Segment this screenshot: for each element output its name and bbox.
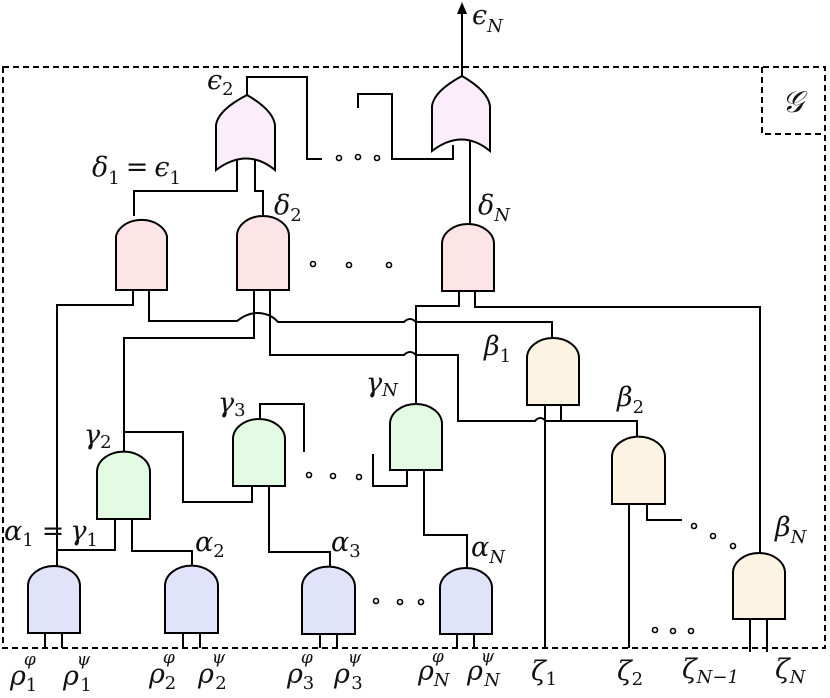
label-beta1: β1 — [483, 331, 511, 367]
and-gate-gamma2 — [96, 450, 151, 520]
ellipsis-dots — [305, 153, 737, 635]
label-beta2: β2 — [616, 382, 644, 418]
and-gate-alpha3 — [301, 565, 356, 635]
wires — [44, 76, 768, 652]
and-gate-delta2 — [236, 215, 290, 291]
label-zeta1: ζ1 — [531, 656, 557, 690]
frame-label: 𝒢 — [782, 85, 808, 120]
label-alpha2: α2 — [195, 527, 225, 562]
label-alphaN: αN — [471, 532, 506, 568]
label-gamma2: γ2 — [84, 420, 112, 453]
label-zeta2: ζ2 — [617, 656, 643, 690]
label-delta1-eq-eps1: δ1=ϵ1 — [92, 152, 181, 189]
label-gamma3: γ3 — [218, 388, 246, 421]
and-gate-gamma3 — [232, 418, 286, 487]
label-alpha3: α3 — [331, 527, 361, 562]
label-delta2: δ2 — [274, 190, 302, 226]
and-gate-betaN — [732, 552, 786, 620]
output-arrow: ϵN — [457, 0, 504, 76]
output-label: ϵN — [472, 0, 504, 37]
label-alpha1-eq-gamma1: α1=γ1 — [4, 516, 98, 551]
gate-labels: ϵ2 δ1=ϵ1 δ2 δN γ2 γ3 γN β1 β2 βN α1=γ1 α… — [4, 65, 808, 568]
label-zetaN: ζN — [775, 654, 807, 688]
and-gate-alpha1 — [27, 565, 81, 634]
label-betaN: βN — [774, 512, 808, 548]
or-gate-epsN — [431, 74, 491, 154]
and-gate-alpha2 — [164, 564, 219, 634]
and-gate-beta2 — [611, 435, 666, 505]
and-gate-beta1 — [526, 337, 580, 406]
and-gate-deltaN — [441, 223, 495, 292]
and-gate-gammaN — [389, 403, 443, 471]
label-eps2: ϵ2 — [207, 65, 234, 100]
arrow-head-icon — [457, 2, 467, 14]
and-gate-delta1 — [115, 218, 168, 291]
label-deltaN: δN — [478, 190, 511, 226]
label-gammaN: γN — [366, 368, 399, 401]
label-zetaN-1: ζN−1 — [682, 654, 739, 688]
and-gate-alphaN — [439, 567, 493, 635]
or-gate-eps2 — [215, 93, 276, 173]
